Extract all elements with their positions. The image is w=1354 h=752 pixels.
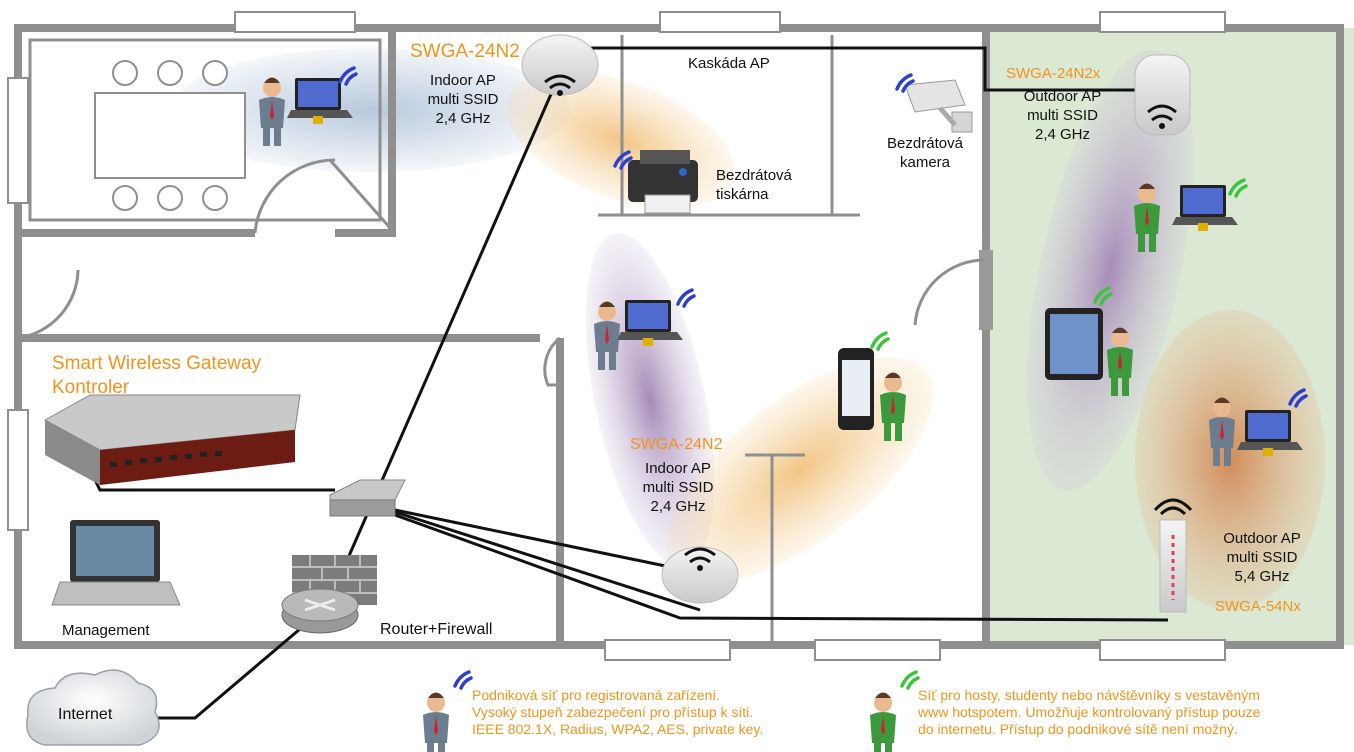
- legend-guest: Síť pro hosty, studenty nebo návštěvníky…: [918, 687, 1260, 738]
- guest-user-icon: [1107, 327, 1133, 396]
- laptop-icon: [617, 300, 683, 346]
- ap-indoor-1-ssid: multi SSID: [427, 90, 499, 108]
- ap-outdoor-1-desc: Outdoor AP multi SSID 2,4 GHz: [1015, 88, 1110, 144]
- legend-corporate-l1: Podniková síť pro registrovaná zařízení.: [472, 687, 721, 703]
- legend-corporate-l3: IEEE 802.1X, Radius, WPA2, AES, private …: [472, 721, 764, 737]
- wireless-printer-icon: [628, 150, 698, 214]
- gateway-controller-icon: [43, 394, 301, 485]
- ap-indoor-2-ssid: multi SSID: [642, 478, 714, 496]
- tablet-icon: [1045, 308, 1103, 380]
- controller-label: Smart Wireless Gateway Kontroler: [52, 352, 261, 400]
- ap-outdoor-1-model: SWGA-24N2x: [1006, 65, 1101, 82]
- ap-outdoor-2-desc: Outdoor AP multi SSID 5,4 GHz: [1212, 530, 1312, 586]
- printer-label-l2: tiskárna: [716, 185, 769, 203]
- doors: [17, 158, 986, 387]
- wifi-guest-icon: [1228, 178, 1248, 198]
- ap-outdoor-2-type: Outdoor AP: [1223, 530, 1301, 547]
- ceiling-ap-icon: [521, 34, 599, 96]
- ap-indoor-2-band: 2,4 GHz: [650, 497, 706, 515]
- controller-label-l2: Kontroler: [52, 376, 130, 398]
- legend-corporate: Podniková síť pro registrovaná zařízení.…: [472, 687, 763, 738]
- windows: [7, 11, 1226, 661]
- ceiling-ap-icon: [661, 546, 739, 604]
- ap-outdoor-2-ssid: multi SSID: [1226, 548, 1298, 566]
- router-label: Router+Firewall: [380, 621, 493, 638]
- wifi-guest-icon: [900, 670, 920, 690]
- legend-guest-l3: do internetu. Přístup do podnikové sítě …: [918, 721, 1238, 737]
- legend-guest-l1: Síť pro hosty, studenty nebo návštěvníky…: [918, 687, 1260, 703]
- laptop-icon: [1172, 185, 1238, 231]
- ap-indoor-1-model: SWGA-24N2: [410, 41, 520, 62]
- wifi-corporate-icon: [613, 150, 633, 170]
- wifi-guest-icon: [1093, 286, 1113, 306]
- corporate-user-icon: [594, 301, 620, 370]
- guest-user-icon: [1134, 183, 1160, 252]
- ap-indoor-1-band: 2,4 GHz: [435, 109, 491, 127]
- laptop-icon: [1237, 410, 1303, 456]
- smartphone-icon: [838, 348, 874, 430]
- outdoor-ap-antenna-icon: [1153, 498, 1193, 613]
- wifi-corporate-icon: [895, 73, 915, 93]
- legend-corporate-user-icon: [423, 692, 449, 752]
- controller-label-l1: Smart Wireless Gateway: [52, 353, 262, 374]
- ap-indoor-1-type: Indoor AP: [430, 72, 496, 89]
- corporate-user-icon: [259, 77, 285, 146]
- ap-indoor-2-type: Indoor AP: [645, 460, 711, 477]
- wireless-camera-icon: [904, 79, 973, 133]
- router-firewall-icon: [281, 555, 377, 634]
- outdoor-ap-icon: [1134, 54, 1191, 136]
- legend-corporate-l2: Vysoký stupeň zabezpečení pro přístup k …: [472, 704, 754, 720]
- legend-guest-user-icon: [870, 692, 896, 752]
- wifi-corporate-icon: [1288, 388, 1308, 408]
- management-label: Management: [62, 622, 150, 639]
- ap-indoor-2-desc: Indoor AP multi SSID 2,4 GHz: [633, 460, 723, 516]
- guest-user-icon: [880, 372, 906, 441]
- wifi-corporate-icon: [338, 66, 358, 86]
- ap-outdoor-1-type: Outdoor AP: [1023, 88, 1102, 105]
- network-switch-icon: [329, 479, 406, 517]
- management-laptop-icon: [51, 520, 181, 606]
- ap-outdoor-2-band: 5,4 GHz: [1234, 567, 1290, 585]
- wifi-corporate-icon: [453, 670, 473, 690]
- wifi-guest-icon: [870, 331, 890, 351]
- ap-outdoor-2-model: SWGA-54Nx: [1215, 598, 1301, 615]
- laptop-icon: [287, 78, 353, 124]
- corporate-user-icon: [1209, 397, 1235, 466]
- ap-outdoor-1-ssid: multi SSID: [1027, 106, 1098, 124]
- internet-label: Internet: [58, 706, 113, 723]
- wifi-corporate-icon: [676, 288, 696, 308]
- camera-label-l1: Bezdrátová: [887, 135, 963, 152]
- ap-indoor-2-model: SWGA-24N2: [630, 436, 723, 453]
- coverage-indoor-ap-2-purple: [585, 233, 715, 567]
- conference-table: [94, 60, 246, 211]
- cascade-label: Kaskáda AP: [688, 55, 770, 72]
- printer-label-l1: Bezdrátová: [716, 167, 792, 184]
- ap-outdoor-1-band: 2,4 GHz: [1034, 125, 1091, 143]
- legend-guest-l2: www hotspotem. Umožňuje kontrolovaný pří…: [918, 704, 1261, 720]
- thin-walls: [28, 35, 993, 645]
- coverage-outdoor-ap-1: [1027, 49, 1193, 491]
- ap-indoor-1-desc: Indoor AP multi SSID 2,4 GHz: [418, 72, 508, 128]
- internet-cloud-icon: [26, 669, 160, 746]
- camera-label-l2: kamera: [899, 153, 951, 171]
- printer-label: Bezdrátová tiskárna: [716, 167, 792, 205]
- camera-label: Bezdrátová kamera: [880, 135, 970, 173]
